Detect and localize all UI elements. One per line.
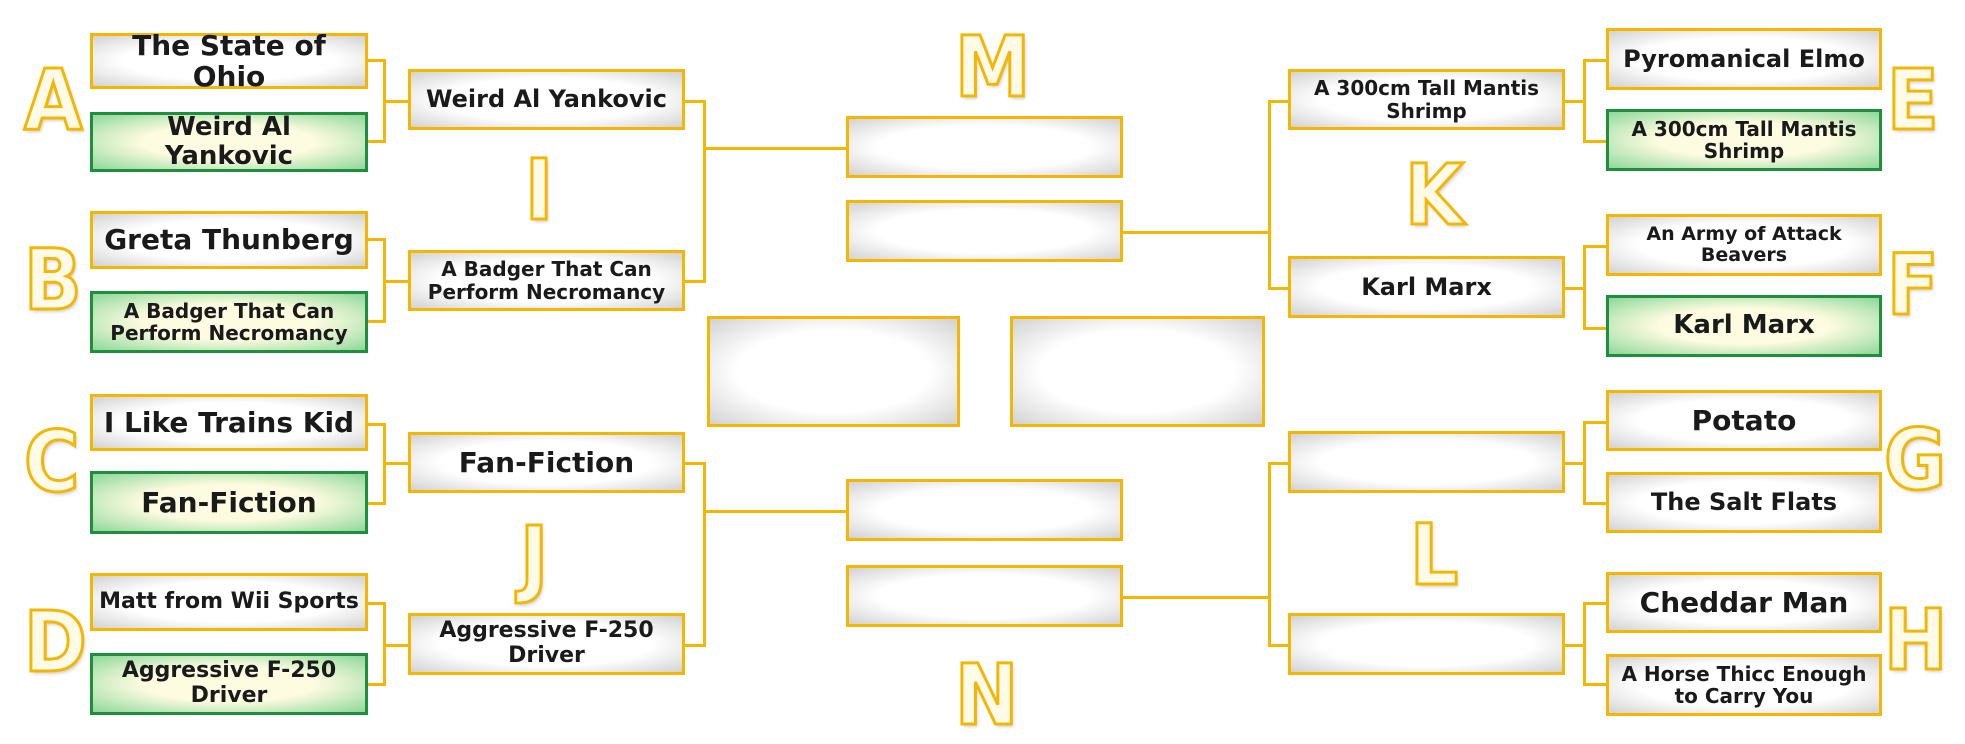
connector (383, 280, 408, 283)
bracket-entry[interactable]: Matt from Wii Sports (90, 573, 368, 631)
connector (1268, 462, 1271, 647)
connector (1122, 231, 1270, 234)
connector (1583, 245, 1606, 248)
group-letter-b: B (23, 231, 84, 329)
connector (383, 462, 408, 465)
connector (383, 644, 408, 647)
bracket-entry[interactable] (1288, 431, 1565, 493)
connector (703, 100, 706, 283)
bracket-entry[interactable]: Weird Al Yankovic (408, 69, 685, 130)
connector (1583, 59, 1606, 62)
connector (1565, 462, 1586, 465)
group-letter-n: N (953, 646, 1019, 744)
connector (685, 100, 705, 103)
bracket-entry[interactable]: Potato (1606, 390, 1882, 451)
connector (1268, 100, 1271, 290)
group-letter-c: C (22, 413, 80, 511)
connector (703, 510, 846, 513)
semifinal-slot[interactable] (846, 116, 1123, 178)
bracket-entry[interactable]: Greta Thunberg (90, 211, 368, 269)
bracket-entry[interactable]: Cheddar Man (1606, 572, 1882, 633)
bracket-entry[interactable]: The Salt Flats (1606, 472, 1882, 533)
bracket-entry-winner[interactable]: A Badger That Can Perform Necromancy (90, 291, 368, 353)
connector (1565, 287, 1586, 290)
connector (703, 147, 846, 150)
connector (1565, 100, 1586, 103)
connector (685, 462, 705, 465)
bracket-entry-winner[interactable]: Aggressive F-250 Driver (90, 653, 368, 715)
connector (368, 502, 385, 505)
bracket-entry-winner[interactable]: Weird Al Yankovic (90, 112, 368, 172)
semifinal-slot[interactable] (846, 200, 1123, 262)
connector (368, 683, 385, 686)
semifinal-slot[interactable] (846, 565, 1123, 627)
bracket-entry[interactable]: Karl Marx (1288, 256, 1565, 318)
connector (1565, 644, 1586, 647)
bracket-entry-winner[interactable]: A 300cm Tall Mantis Shrimp (1606, 109, 1882, 171)
connector (1583, 683, 1606, 686)
connector (685, 280, 705, 283)
connector (1268, 644, 1288, 647)
group-letter-e: E (1886, 51, 1941, 149)
group-letter-d: D (23, 593, 89, 691)
group-letter-m: M (953, 18, 1031, 116)
connector (1122, 596, 1270, 599)
group-letter-f: F (1886, 236, 1941, 334)
group-letter-j: J (518, 508, 549, 606)
connector (368, 320, 385, 323)
connector (368, 59, 385, 62)
group-letter-l: L (1408, 506, 1459, 604)
connector (1583, 327, 1606, 330)
bracket-entry[interactable]: A Badger That Can Perform Necromancy (408, 250, 685, 311)
semifinal-slot[interactable] (846, 479, 1123, 541)
bracket-entry-winner[interactable]: Fan-Fiction (90, 471, 368, 534)
group-letter-g: G (1882, 411, 1947, 509)
connector (685, 644, 705, 647)
connector (1583, 602, 1606, 605)
bracket-entry[interactable]: I Like Trains Kid (90, 394, 368, 451)
bracket-entry[interactable]: Pyromanical Elmo (1606, 28, 1882, 90)
connector (703, 462, 706, 647)
final-slot[interactable] (707, 316, 960, 427)
bracket-entry[interactable]: A 300cm Tall Mantis Shrimp (1288, 69, 1565, 130)
bracket-entry[interactable]: An Army of Attack Beavers (1606, 214, 1882, 276)
group-letter-i: I (523, 141, 554, 239)
connector (1583, 421, 1606, 424)
bracket-entry-winner[interactable]: Karl Marx (1606, 295, 1882, 357)
bracket-entry[interactable]: Fan-Fiction (408, 432, 685, 493)
connector (368, 423, 385, 426)
bracket-entry[interactable]: The State of Ohio (90, 30, 368, 92)
group-letter-k: K (1404, 146, 1466, 244)
bracket-entry[interactable]: Aggressive F-250 Driver (408, 613, 685, 675)
connector (1583, 140, 1606, 143)
connector (368, 140, 385, 143)
connector (368, 238, 385, 241)
connector (1583, 502, 1606, 505)
group-letter-h: H (1882, 591, 1948, 689)
bracket-entry[interactable] (1288, 613, 1565, 675)
bracket-entry[interactable]: A Horse Thicc Enough to Carry You (1606, 654, 1882, 716)
final-slot[interactable] (1010, 316, 1265, 427)
connector (1268, 462, 1288, 465)
group-letter-a: A (23, 51, 84, 149)
connector (368, 602, 385, 605)
connector (1268, 287, 1288, 290)
connector (1268, 100, 1288, 103)
connector (383, 100, 408, 103)
